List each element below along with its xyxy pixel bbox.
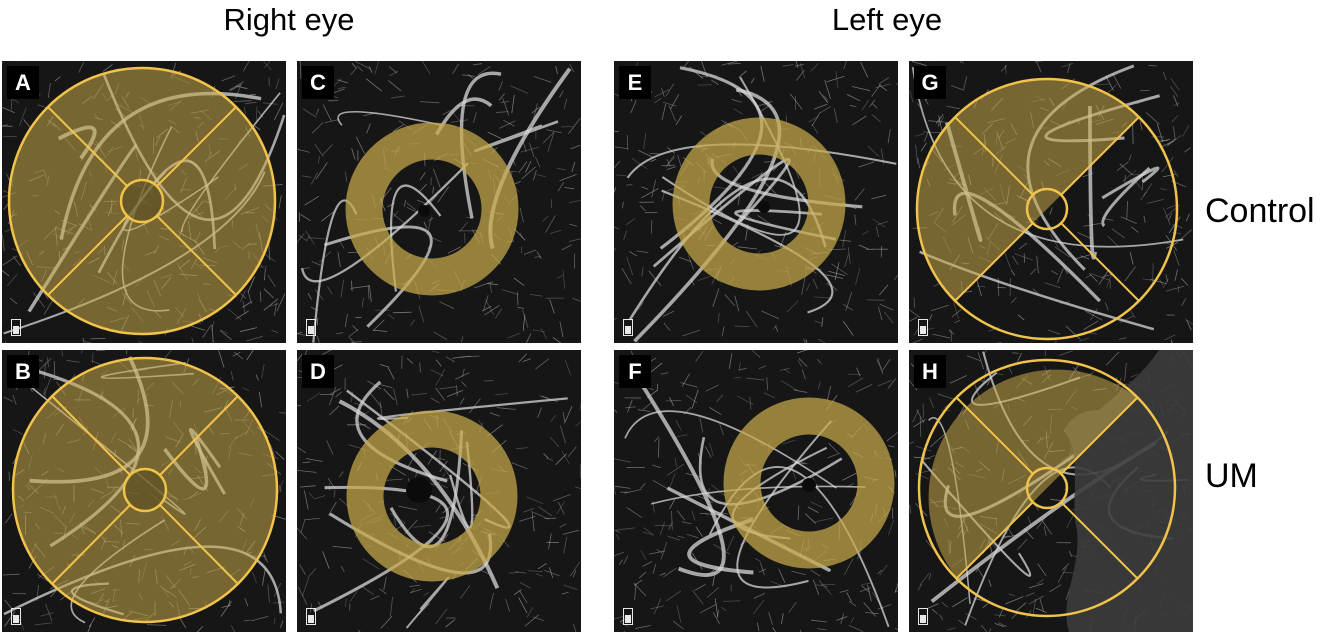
panel-e: E (614, 61, 898, 343)
panel-f-image (614, 350, 898, 632)
panel-label-c: C (302, 66, 334, 99)
title-right-eye: Right eye (223, 2, 355, 37)
panel-b: B (2, 350, 286, 632)
scale-bar-icon (623, 608, 633, 625)
panel-label-b: B (7, 355, 39, 388)
panel-label-e: E (619, 66, 651, 99)
panel-f: F (614, 350, 898, 632)
panel-h: H (909, 350, 1193, 632)
scale-bar-icon (306, 608, 316, 625)
row-label-control: Control (1205, 192, 1315, 230)
scale-bar-icon (918, 608, 928, 625)
panel-h-image (909, 350, 1193, 632)
scale-bar-icon (11, 319, 21, 336)
scale-bar-icon (918, 319, 928, 336)
panel-g-image (909, 61, 1193, 343)
panel-a: A (2, 61, 286, 343)
panel-label-a: A (7, 66, 39, 99)
panel-label-g: G (914, 66, 946, 99)
panel-label-h: H (914, 355, 946, 388)
panel-d-image (297, 350, 581, 632)
panel-g: G (909, 61, 1193, 343)
panel-c-image (297, 61, 581, 343)
title-left-eye: Left eye (831, 2, 943, 37)
panel-e-image (614, 61, 898, 343)
panel-b-image (2, 350, 286, 632)
scale-bar-icon (11, 608, 21, 625)
panel-c: C (297, 61, 581, 343)
panel-a-image (2, 61, 286, 343)
panel-d: D (297, 350, 581, 632)
scale-bar-icon (306, 319, 316, 336)
scale-bar-icon (623, 319, 633, 336)
panel-label-d: D (302, 355, 334, 388)
row-label-um: UM (1205, 457, 1258, 495)
panel-label-f: F (619, 355, 651, 388)
